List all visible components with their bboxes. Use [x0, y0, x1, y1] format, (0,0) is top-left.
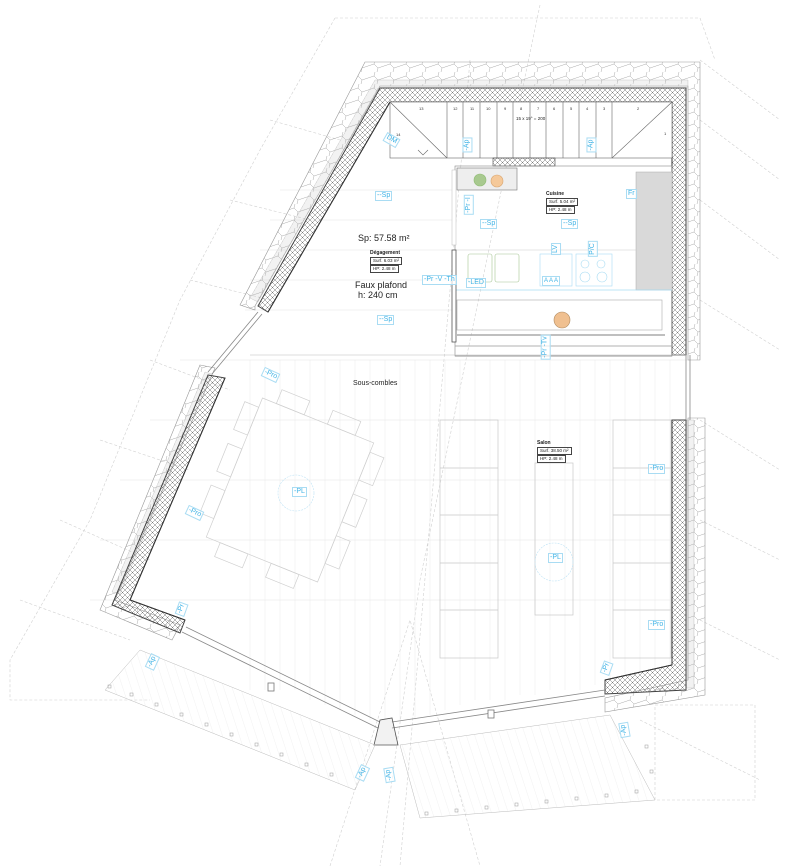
apex-corner: [373, 717, 399, 746]
tag-sp: --Sp: [480, 219, 498, 229]
tag-pl: -PL: [292, 487, 307, 497]
light-circle-right: [534, 542, 574, 582]
exterior-stone-wall: [99, 61, 706, 713]
room-height: HP: 2.48 m: [537, 455, 566, 463]
room-name: Salon: [537, 440, 551, 446]
tag-pr-v-th: -Pr -V -Th: [422, 275, 457, 285]
stair-step: 10: [486, 106, 491, 111]
tag-pro: -Pro: [648, 620, 666, 630]
attic-label: Sous-combles: [353, 380, 398, 387]
room-surface: Surf. 38.50 m²: [537, 446, 572, 455]
ceiling-note-line2: h: 240 cm: [358, 290, 398, 300]
stair-step: 2: [637, 106, 640, 111]
stair-step: 5: [570, 106, 573, 111]
stair-spec-label: 15 x 19° = 200: [516, 116, 546, 121]
ceiling-note-line1: Faux plafond: [355, 280, 408, 290]
total-area-label: Sp: 57.58 m²: [358, 233, 410, 243]
tag-sp: --Sp: [561, 219, 579, 229]
windows: [181, 311, 691, 729]
stair-step: 11: [470, 106, 475, 111]
tag-pro: -Pro: [648, 464, 666, 474]
staircase: [389, 101, 673, 167]
tag-ap: -Ap: [462, 137, 473, 153]
tag-led: -LED: [466, 278, 486, 288]
dining-table-group: [199, 389, 385, 589]
tag-ap: -Ap: [586, 137, 597, 153]
stair-step: 9: [504, 106, 507, 111]
room-name: Dégagement: [370, 250, 401, 256]
room-height: HP: 2.48 m: [370, 265, 399, 273]
stair-step: 4: [586, 106, 589, 111]
room-surface: Surf. 5.04 m²: [546, 197, 579, 206]
stair-step: 14: [396, 132, 401, 137]
tag-pr-tv: -Pr -Tv: [540, 334, 551, 360]
stair-step: 8: [520, 106, 523, 111]
salon-furniture: [439, 419, 672, 659]
tag-pc: P/C: [587, 241, 598, 257]
room-label-degagement: Dégagement Surf. 6.03 m² HP: 2.48 m: [370, 250, 403, 273]
terrace-posts: [107, 684, 654, 816]
tag-outlets: A A A: [542, 276, 561, 286]
light-circle-left: [277, 474, 315, 512]
room-height: HP: 2.48 m: [546, 206, 575, 214]
stair-step: 6: [553, 106, 556, 111]
room-label-salon: Salon Surf. 38.50 m² HP: 2.48 m: [537, 440, 572, 463]
room-name: Cuisine: [546, 191, 565, 197]
tag-sp: --Sp: [375, 191, 393, 201]
salon-vertical-grid: [249, 360, 671, 720]
tag-pr-i: -Pr -I: [463, 195, 474, 215]
stair-step: 3: [603, 106, 606, 111]
tag-sp: --Sp: [377, 315, 395, 325]
tag-fr: Fr: [626, 189, 637, 199]
stair-step: 1: [664, 131, 667, 136]
terrace-right: [399, 714, 656, 819]
stair-step: 13: [419, 106, 424, 111]
kitchen-zone: [451, 165, 673, 357]
terrace-left: [104, 649, 376, 791]
room-label-cuisine: Cuisine Surf. 5.04 m² HP: 2.48 m: [546, 191, 579, 214]
tag-lv: LV: [551, 242, 562, 256]
tag-pl: -PL: [548, 553, 563, 563]
stair-step: 12: [453, 106, 458, 111]
stair-step: 7: [537, 106, 540, 111]
room-surface: Surf. 6.03 m²: [370, 256, 403, 265]
